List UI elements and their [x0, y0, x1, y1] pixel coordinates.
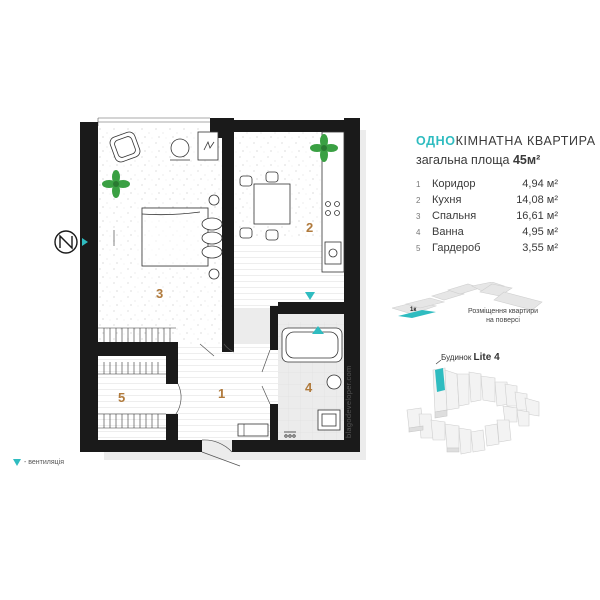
room-label-5: 5: [118, 390, 125, 405]
unit-tag: 1к: [410, 307, 416, 313]
room-row: 2 Кухня 14,08 м²: [416, 192, 558, 208]
room-row: 4 Ванна 4,95 м²: [416, 224, 558, 240]
wardrobe-floor: [98, 356, 178, 440]
corridor-bench: [237, 423, 269, 437]
room-label-2: 2: [306, 220, 313, 235]
walls: [80, 118, 360, 452]
location-note-line1: Розміщення квартири: [467, 308, 539, 315]
site-plan: [406, 360, 540, 455]
room-number: 1: [416, 179, 421, 189]
location-note-line2: на поверсі: [486, 317, 520, 324]
plant-icon: [102, 170, 130, 198]
total-area: загальна площа 45м²: [416, 153, 540, 167]
apartment-title: ОДНОКІМНАТНА КВАРТИРА: [416, 134, 596, 148]
room-number: 3: [416, 211, 421, 221]
room-area: 4,94 м²: [522, 178, 558, 190]
building-highlight: [435, 368, 445, 392]
room-row: 1 Коридор 4,94 м²: [416, 176, 558, 192]
vent-marker: [312, 326, 324, 334]
room-name: Коридор: [432, 178, 476, 190]
room-row: 5 Гардероб 3,55 м²: [416, 240, 558, 256]
website-text: blagodeveloper.com: [344, 365, 353, 438]
room-name: Ванна: [432, 226, 464, 238]
building-prefix: Будинок: [441, 353, 472, 362]
compass-icon: [54, 230, 88, 254]
floor-position-map: 1к: [392, 282, 543, 318]
dining-table: [239, 171, 291, 241]
room-area: 4,95 м²: [522, 226, 558, 238]
room-name: Кухня: [432, 194, 462, 206]
vent-icon: [13, 459, 21, 466]
room-label-1: 1: [218, 386, 225, 401]
room-area: 16,61 м²: [516, 210, 558, 222]
room-number: 5: [416, 243, 421, 253]
location-note: Розміщення квартири на поверсі: [448, 307, 558, 325]
building-label: Будинок Lite 4: [441, 352, 500, 363]
title-rest: КІМНАТНА КВАРТИРА: [455, 134, 596, 148]
room-name: Гардероб: [432, 242, 481, 254]
room-label-3: 3: [156, 286, 163, 301]
total-area-label: загальна площа: [416, 153, 510, 167]
room-name: Спальня: [432, 210, 477, 222]
kitchen-counter: [321, 131, 345, 273]
building-name: Lite 4: [473, 352, 500, 363]
plant-icon: [310, 134, 338, 162]
title-accent: ОДНО: [416, 134, 456, 148]
room-number: 4: [416, 227, 421, 237]
total-area-value: 45м²: [512, 153, 541, 167]
room-number: 2: [416, 195, 421, 205]
room-area: 3,55 м²: [522, 242, 558, 254]
room-label-4: 4: [305, 380, 313, 395]
unit-highlight: [398, 310, 436, 318]
bathroom-fixtures: [281, 327, 343, 438]
bed: [141, 194, 223, 280]
vent-legend: - вентиляція: [13, 459, 64, 466]
room-row: 3 Спальня 16,61 м²: [416, 208, 558, 224]
vent-legend-text: - вентиляція: [24, 459, 65, 466]
room-area: 14,08 м²: [516, 194, 558, 206]
armchair: [109, 131, 190, 163]
vent-marker: [305, 292, 315, 300]
room-list: 1 Коридор 4,94 м² 2 Кухня 14,08 м² 3 Спа…: [416, 176, 558, 256]
